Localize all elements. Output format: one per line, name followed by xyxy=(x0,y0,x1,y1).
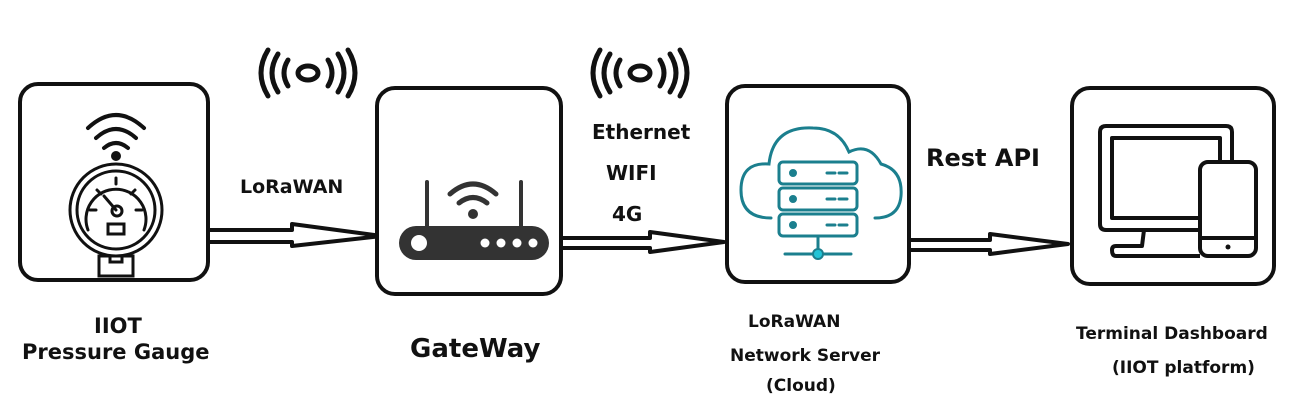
edge-label-lorawan: LoRaWAN xyxy=(240,176,344,198)
arrow-shaft xyxy=(562,230,726,254)
node-label-server-line1: LoRaWAN xyxy=(748,312,841,332)
node-terminal-dashboard[interactable] xyxy=(1070,86,1276,286)
arrow-shaft xyxy=(208,222,384,248)
router-icon xyxy=(399,180,549,260)
node-label-dashboard-line1: Terminal Dashboard xyxy=(1076,324,1268,344)
node-pressure-gauge[interactable] xyxy=(18,82,210,282)
arrow-shaft xyxy=(908,232,1070,256)
edge-label-wifi: WIFI xyxy=(606,161,657,185)
node-label-server-line2: Network Server xyxy=(730,346,881,366)
node-label-gauge-line2: Pressure Gauge xyxy=(22,340,210,364)
node-label-gateway: GateWay xyxy=(410,334,541,364)
pressure-gauge-icon xyxy=(68,113,164,278)
monitor-phone-icon xyxy=(1098,124,1258,258)
cloud-server-icon xyxy=(739,126,903,260)
node-network-server[interactable] xyxy=(725,84,911,284)
node-gateway[interactable] xyxy=(375,86,563,296)
node-label-server-line3: (Cloud) xyxy=(766,376,836,396)
edge-label-ethernet: Ethernet xyxy=(592,120,691,144)
node-label-gauge-line1: IIOT xyxy=(94,314,142,338)
node-label-dashboard-line2: (IIOT platform) xyxy=(1112,358,1255,378)
radio-signal-icon xyxy=(590,47,690,99)
radio-signal-icon xyxy=(258,47,358,99)
edge-label-4g: 4G xyxy=(612,202,643,226)
edge-label-rest-api: Rest API xyxy=(926,144,1040,172)
